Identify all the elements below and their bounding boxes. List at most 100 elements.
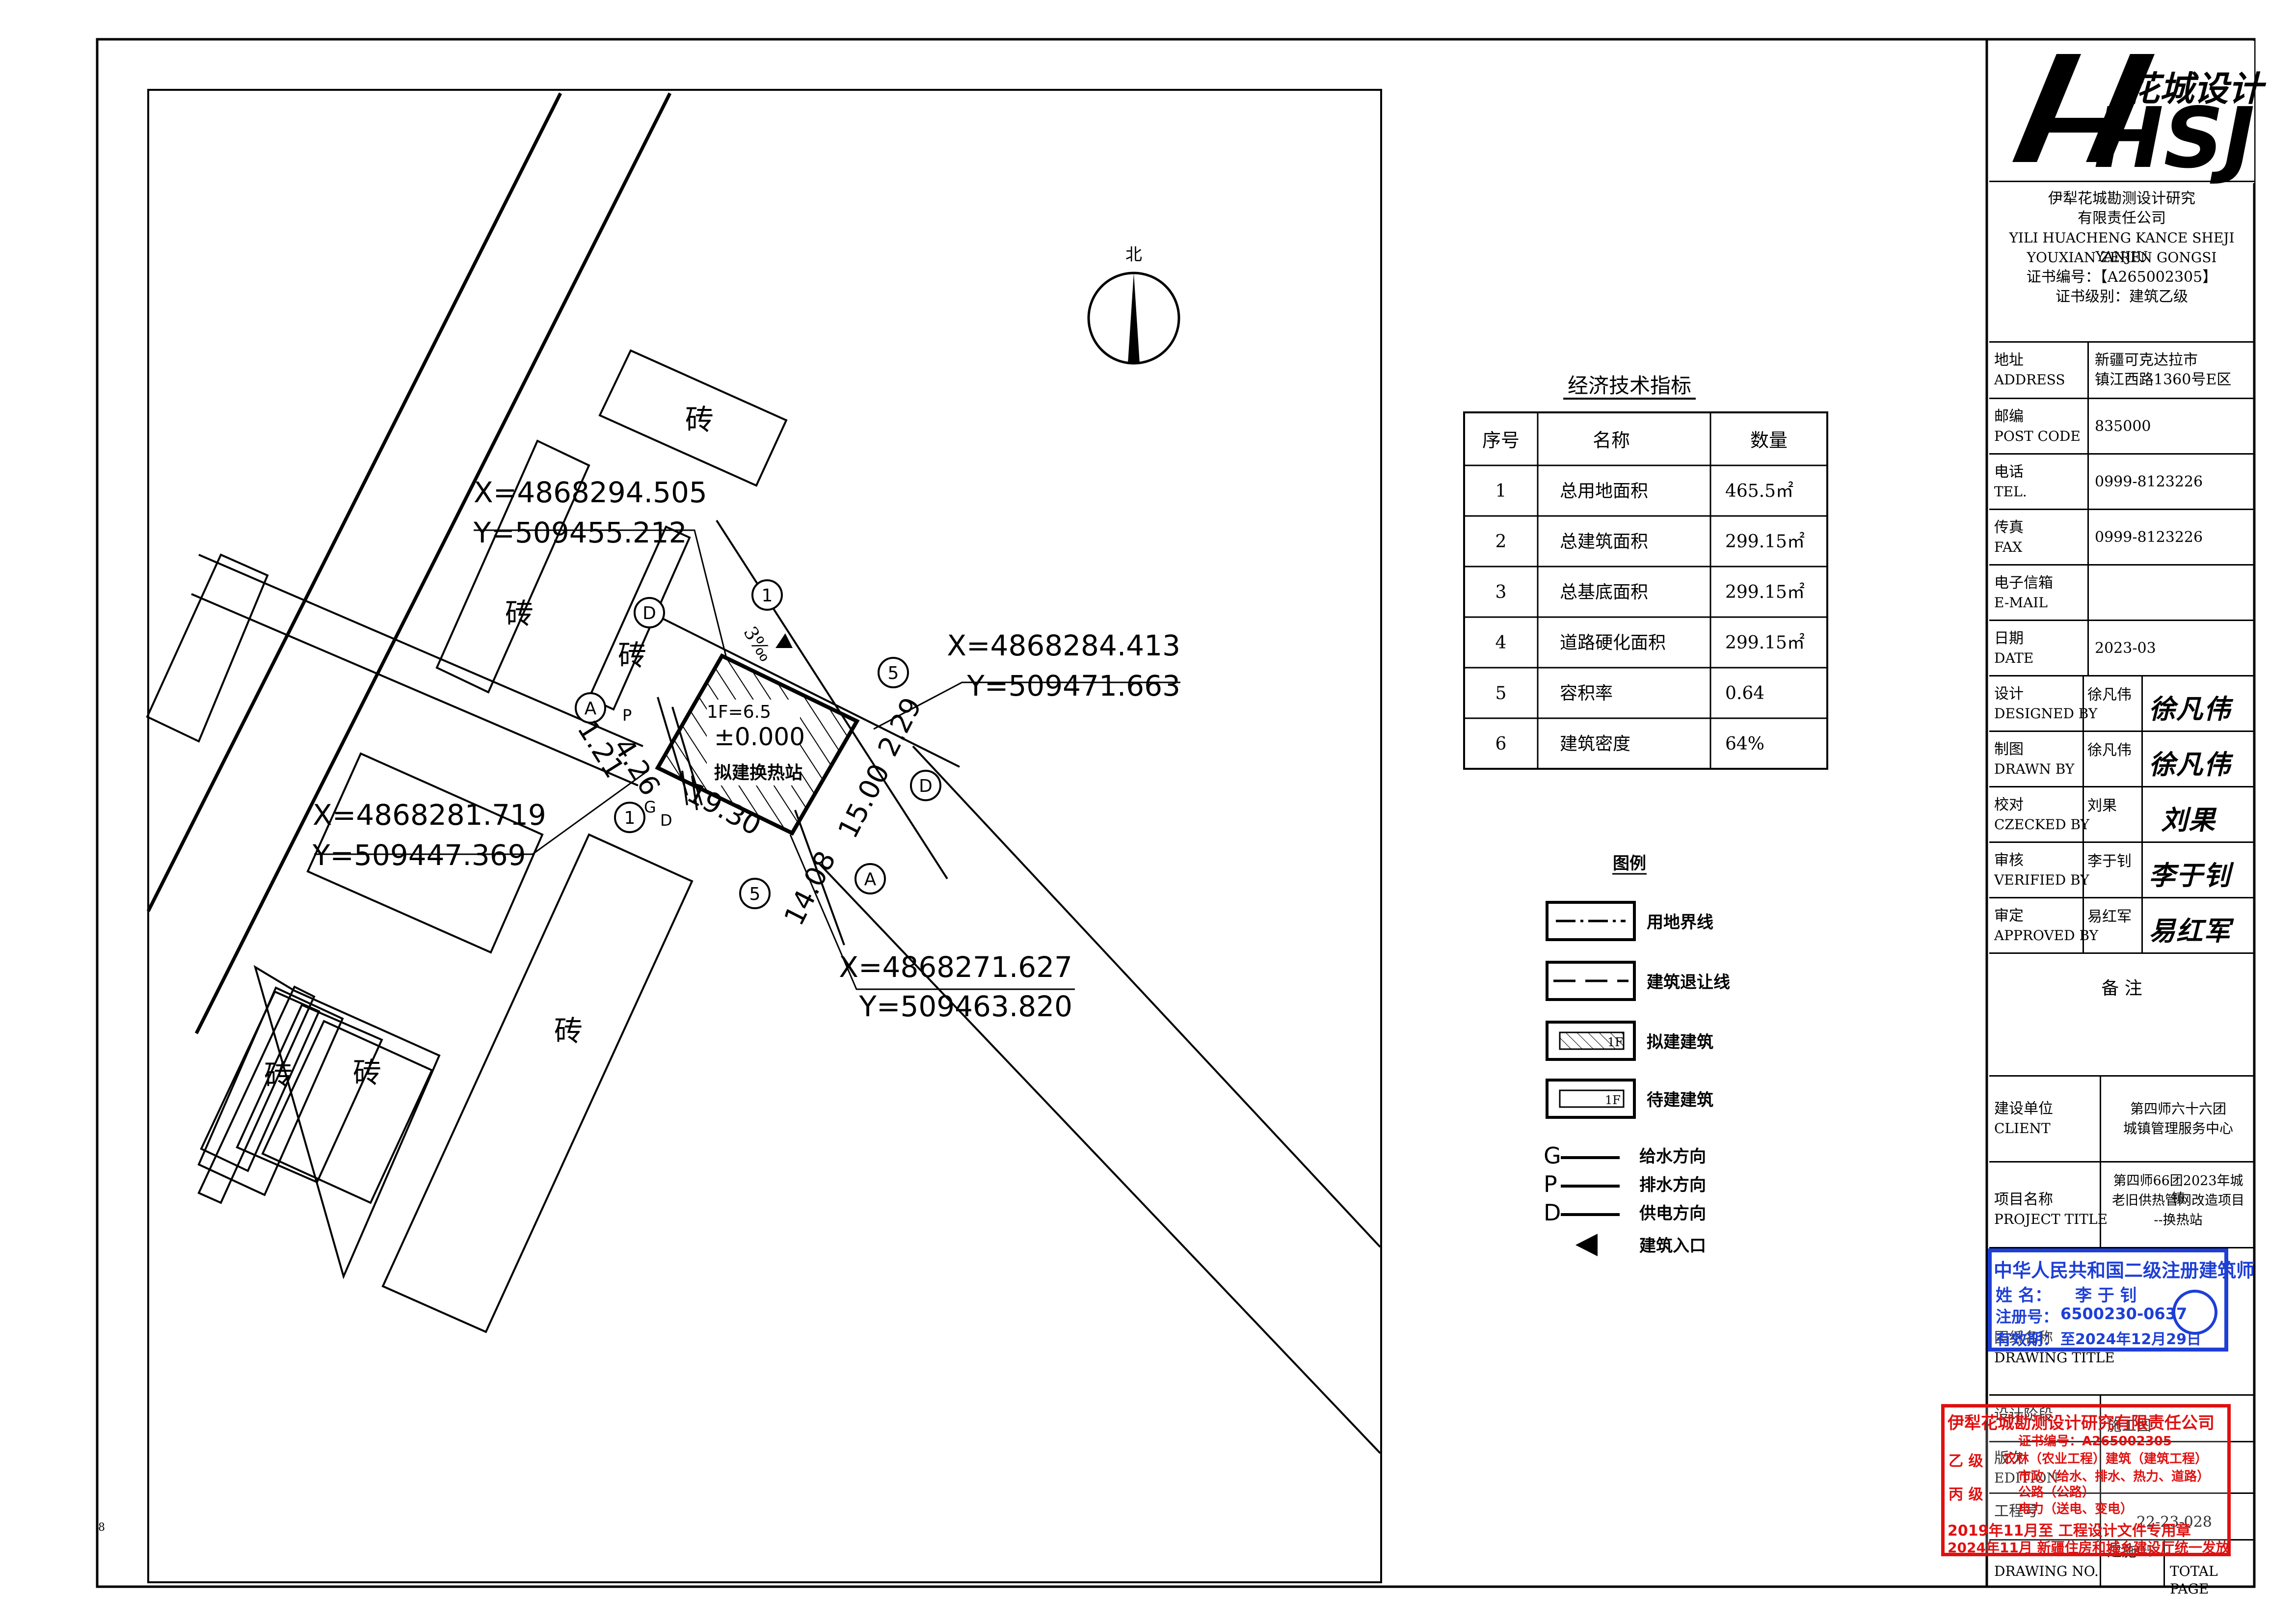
signature-verifier: 李于钊 bbox=[2149, 860, 2231, 891]
brick-building-3 bbox=[587, 525, 691, 711]
svg-text:建筑退让线: 建筑退让线 bbox=[1647, 973, 1730, 992]
svg-text:D: D bbox=[642, 603, 656, 623]
address-row: 地址 ADDRESS 新疆可克达拉市 镇江西路1360号E区 bbox=[1989, 343, 2254, 399]
coordinate-y-2: Y=509471.663 bbox=[966, 669, 1180, 703]
job-number-row: 工程号 22-23-028 bbox=[1989, 1494, 2254, 1541]
company-name-en-2: YOUXIAN ZEREN GONGSI bbox=[2027, 249, 2217, 266]
svg-text:G: G bbox=[644, 798, 656, 816]
coordinate-x-1: X=4868294.505 bbox=[474, 476, 707, 509]
brick-building-4 bbox=[381, 833, 694, 1333]
indicators-table: 经济技术指标 序号 名称 数量 1 总用地面积 465.5㎡ 2 总建筑面积 2… bbox=[1463, 374, 1828, 770]
title-block: 伊犁花城勘测设计研究 有限责任公司 YILI HUACHENG KANCE SH… bbox=[1989, 38, 2254, 1597]
svg-text:5: 5 bbox=[1495, 683, 1507, 704]
registration-emblem-icon bbox=[2172, 1290, 2217, 1335]
brick-building-9 bbox=[197, 985, 316, 1204]
edition-row: 版次 EDITION bbox=[1989, 1442, 2254, 1494]
brick-labels: 砖 砖 砖 砖 砖 砖 bbox=[264, 403, 714, 1092]
svg-text:砖: 砖 bbox=[264, 1058, 293, 1092]
signature-designer: 徐凡伟 bbox=[2149, 694, 2231, 725]
project-row: 项目名称 PROJECT TITLE 第四师66团2023年城镇 老旧供热管网改… bbox=[1989, 1163, 2254, 1248]
coordinates: X=4868294.505 Y=509455.212 X=4868284.413… bbox=[312, 476, 1180, 1023]
svg-text:建筑入口: 建筑入口 bbox=[1639, 1236, 1706, 1256]
svg-text:4: 4 bbox=[1495, 633, 1507, 653]
brick-building-6 bbox=[253, 965, 441, 1279]
coordinate-x-2: X=4868284.413 bbox=[947, 629, 1180, 662]
axis-bubble-a-bottom: A bbox=[854, 863, 886, 894]
drawn-by-row: 制图 DRAWN BY 徐凡伟 徐凡伟 bbox=[1989, 732, 2254, 787]
client-row: 建设单位 CLIENT 第四师六十六团 城镇管理服务中心 bbox=[1989, 1077, 2254, 1163]
svg-text:P: P bbox=[622, 706, 632, 725]
building-level: 1F=6.5 bbox=[707, 702, 771, 722]
svg-text:砖: 砖 bbox=[554, 1014, 583, 1048]
svg-text:1F: 1F bbox=[1607, 1035, 1623, 1049]
svg-text:数量: 数量 bbox=[1750, 430, 1788, 451]
company-name-en-1: YILI HUACHENG KANCE SHEJI YANJIU bbox=[2009, 230, 2235, 265]
axis-bubble-d-top: D bbox=[634, 597, 665, 628]
axis-bubble-5-bottom: 5 bbox=[739, 878, 771, 909]
signature-drafter: 徐凡伟 bbox=[2149, 749, 2231, 780]
sheet-frame bbox=[96, 38, 2256, 1588]
remarks-row: 备 注 bbox=[1989, 954, 2254, 1077]
brick-building-10 bbox=[261, 1020, 433, 1204]
svg-text:道路硬化面积: 道路硬化面积 bbox=[1560, 633, 1666, 653]
stage-row: 设计阶段 施工图 bbox=[1989, 1396, 2254, 1442]
svg-text:465.5㎡: 465.5㎡ bbox=[1725, 481, 1793, 501]
verified-by-row: 审核 VERIFIED BY 李于钊 李于钊 bbox=[1989, 843, 2254, 898]
design-document-seal: 伊犁花城勘测设计研究有限责任公司 证书编号：A265002305 乙 级 农林（… bbox=[1941, 1404, 2231, 1556]
drawing-number-row: DRAWING NO. 建施05 TOTAL PAGE bbox=[1989, 1541, 2254, 1597]
svg-text:D: D bbox=[1544, 1199, 1561, 1226]
svg-text:供电方向: 供电方向 bbox=[1639, 1204, 1706, 1223]
svg-text:299.15㎡: 299.15㎡ bbox=[1725, 531, 1805, 552]
legend-title: 图例 bbox=[1613, 854, 1646, 873]
tel-row: 电话 TEL. 0999-8123226 bbox=[1989, 455, 2254, 510]
svg-text:15.00: 15.00 bbox=[832, 759, 896, 843]
brick-building-11 bbox=[200, 990, 320, 1172]
brick-building-2 bbox=[435, 439, 590, 694]
svg-text:砖: 砖 bbox=[353, 1056, 381, 1089]
proposed-building: 1F=6.5 ±0.000 拟建换热站 bbox=[655, 653, 860, 836]
checked-by-row: 校对 CZECKED BY 刘果 刘果 bbox=[1989, 787, 2254, 843]
company-info: 伊犁花城勘测设计研究 有限责任公司 YILI HUACHENG KANCE SH… bbox=[1989, 181, 2254, 343]
svg-text:给水方向: 给水方向 bbox=[1639, 1147, 1706, 1166]
svg-text:5: 5 bbox=[749, 884, 761, 904]
signature-checker: 刘果 bbox=[2161, 805, 2216, 836]
road bbox=[146, 92, 672, 1034]
svg-text:P: P bbox=[1544, 1171, 1557, 1197]
coordinate-y-3: Y=509447.369 bbox=[312, 839, 526, 872]
svg-text:D: D bbox=[919, 776, 933, 796]
building-axis-lines bbox=[657, 697, 703, 811]
signature-approver: 易红军 bbox=[2149, 916, 2231, 947]
drawing-title-row: 图纸名称 DRAWING TITLE bbox=[1989, 1248, 2254, 1396]
svg-text:A: A bbox=[864, 869, 877, 890]
svg-text:砖: 砖 bbox=[618, 639, 646, 672]
svg-text:用地界线: 用地界线 bbox=[1647, 913, 1713, 932]
site-plan-frame bbox=[147, 89, 1382, 1583]
svg-text:花城设计: 花城设计 bbox=[2125, 69, 2267, 109]
post-code-row: 邮编 POST CODE 835000 bbox=[1989, 399, 2254, 455]
company-name-cn-1: 伊犁花城勘测设计研究 bbox=[2048, 190, 2195, 207]
svg-text:A: A bbox=[585, 699, 597, 719]
svg-text:3: 3 bbox=[1495, 582, 1507, 602]
company-name-cn-2: 有限责任公司 bbox=[2078, 210, 2166, 227]
brick-building-8 bbox=[306, 752, 544, 954]
svg-text:2: 2 bbox=[1495, 532, 1507, 552]
svg-text:1: 1 bbox=[1495, 481, 1507, 501]
svg-text:排水方向: 排水方向 bbox=[1639, 1175, 1706, 1195]
svg-text:299.15㎡: 299.15㎡ bbox=[1725, 632, 1805, 653]
svg-text:5: 5 bbox=[888, 663, 899, 683]
axis-bubble-1-bottom: 1 bbox=[614, 802, 645, 833]
corner-mark: 8 bbox=[98, 1521, 105, 1534]
svg-text:1: 1 bbox=[624, 808, 636, 828]
email-row: 电子信箱 E-MAIL bbox=[1989, 566, 2254, 621]
svg-text:拟建建筑: 拟建建筑 bbox=[1647, 1032, 1713, 1052]
axis-bubble-d-right: D bbox=[910, 770, 941, 801]
svg-text:砖: 砖 bbox=[505, 597, 534, 630]
building-elevation: ±0.000 bbox=[714, 723, 805, 751]
svg-text:砖: 砖 bbox=[685, 403, 714, 436]
coordinate-x-3: X=4868281.719 bbox=[313, 798, 546, 832]
svg-text:0.64: 0.64 bbox=[1725, 683, 1764, 704]
coordinate-y-4: Y=509463.820 bbox=[858, 990, 1072, 1023]
indicators-title: 经济技术指标 bbox=[1568, 374, 1691, 398]
approved-by-row: 审定 APPROVED BY 易红军 易红军 bbox=[1989, 898, 2254, 954]
